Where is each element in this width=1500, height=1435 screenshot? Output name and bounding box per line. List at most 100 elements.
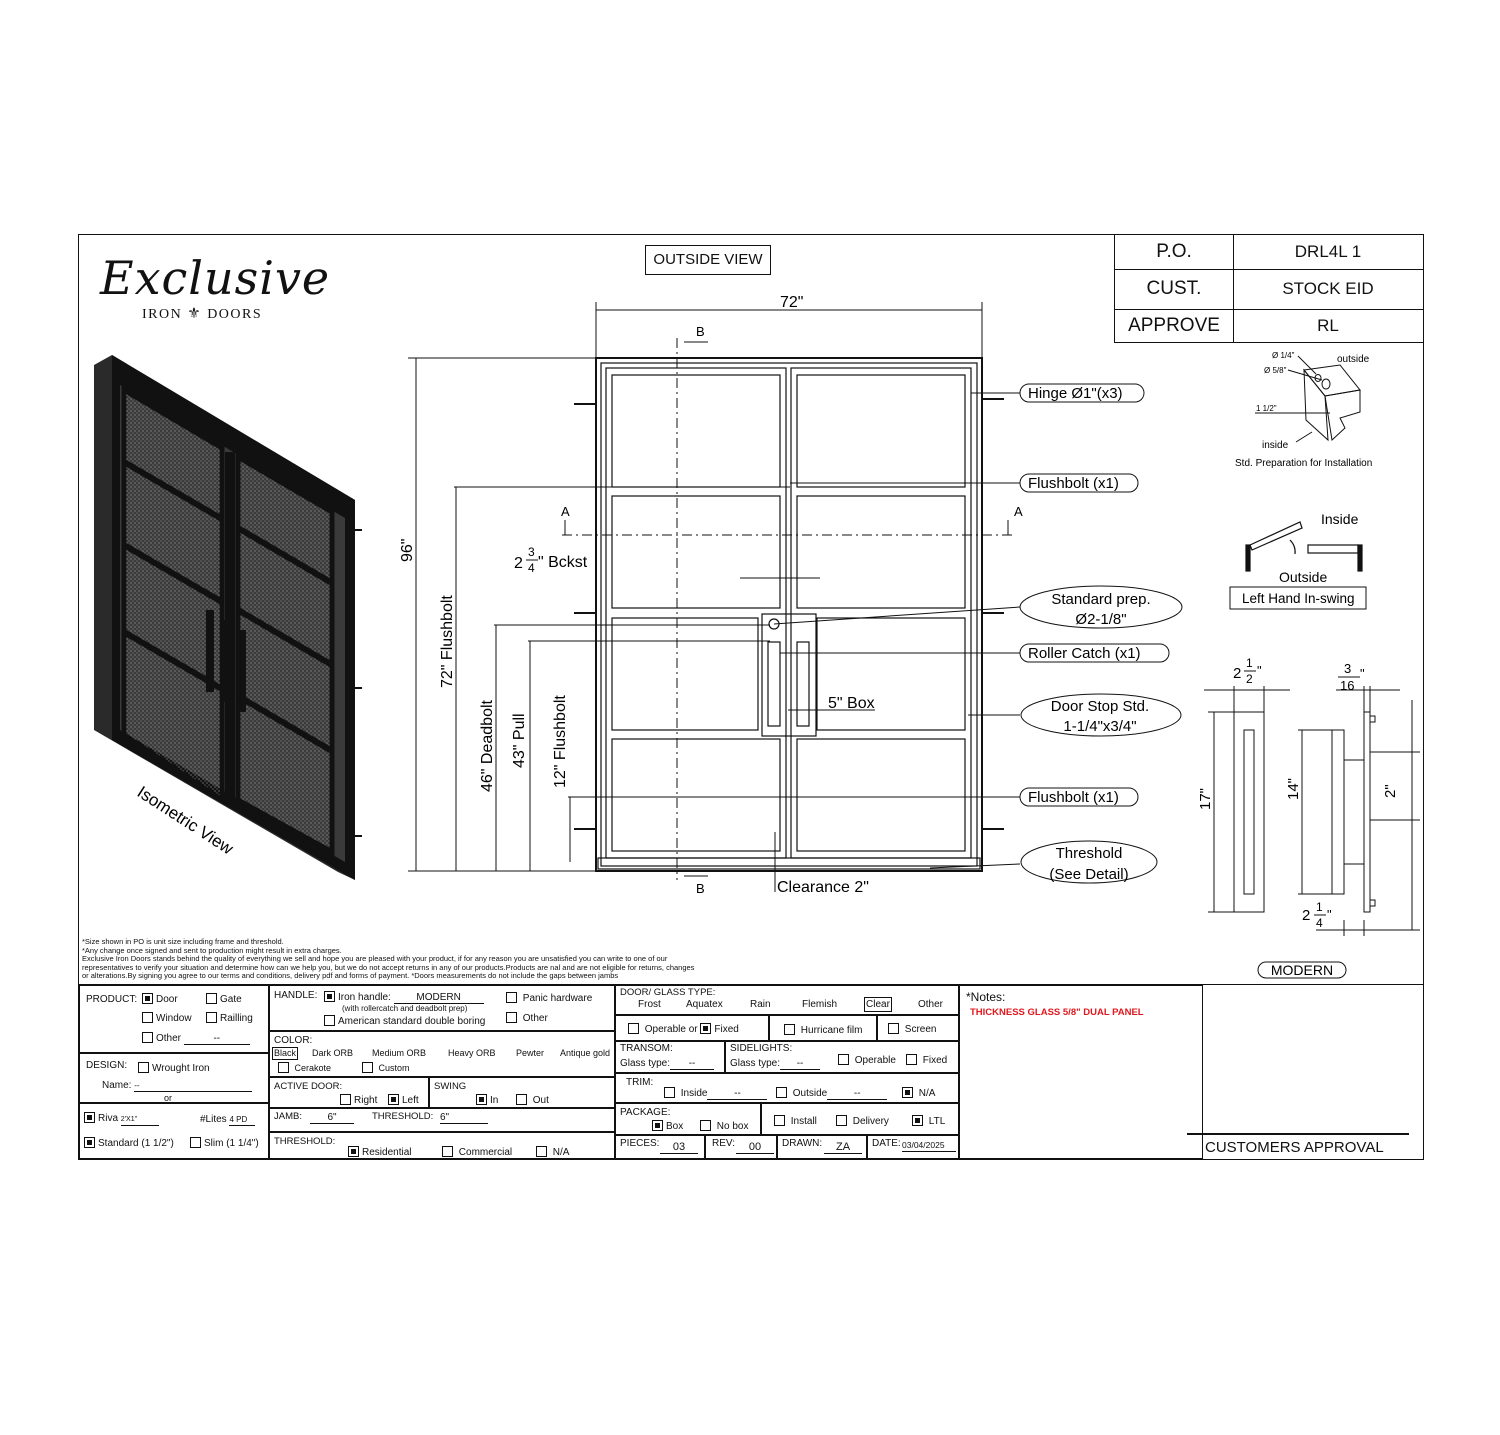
callout-flushbolt-top: Flushbolt (x1) <box>1028 475 1119 492</box>
swing-in-checkbox[interactable] <box>476 1094 487 1105</box>
door-checkbox[interactable] <box>142 993 153 1004</box>
trim-outside-value[interactable]: -- <box>827 1088 888 1100</box>
lites-value[interactable]: 4 PD <box>229 1114 256 1126</box>
swing-in-label: In <box>490 1095 499 1106</box>
gate-checkbox[interactable] <box>206 993 217 1004</box>
dim-height: 96" <box>399 539 416 562</box>
sidelights-fixed-checkbox[interactable] <box>906 1054 917 1065</box>
box-checkbox[interactable] <box>652 1120 663 1131</box>
handle-other-label: Other <box>522 1013 548 1024</box>
slim-checkbox[interactable] <box>190 1137 201 1148</box>
color-dark-orb[interactable]: Dark ORB <box>312 1048 354 1058</box>
wrought-iron-checkbox[interactable] <box>138 1062 149 1073</box>
threshold-na-checkbox[interactable] <box>536 1146 547 1157</box>
active-door-section: ACTIVE DOOR: Right Left <box>269 1077 429 1108</box>
logo-brand: Exclusive <box>100 251 331 305</box>
trim-na-checkbox[interactable] <box>902 1087 913 1098</box>
riva-checkbox[interactable] <box>84 1112 95 1123</box>
handle-value[interactable]: MODERN <box>393 992 484 1004</box>
hurricane-label: Hurricane film <box>800 1025 863 1036</box>
handle-note: (with rollercatch and deadbolt prep) <box>342 1004 468 1013</box>
handle-b-den: 4 <box>1316 916 1323 930</box>
glass-rain[interactable]: Rain <box>750 999 771 1010</box>
riva-size-value[interactable]: 2'X1" <box>120 1114 159 1126</box>
jamb-value[interactable]: 6" <box>310 1112 354 1124</box>
sidelights-glass-value[interactable]: -- <box>780 1058 821 1070</box>
iron-handle-checkbox[interactable] <box>324 991 335 1002</box>
handle-other-checkbox[interactable] <box>506 1012 517 1023</box>
railing-checkbox[interactable] <box>206 1012 217 1023</box>
front-elevation <box>562 338 1012 880</box>
callout-threshold-2: (See Detail) <box>1049 866 1128 883</box>
no-box-checkbox[interactable] <box>700 1120 711 1131</box>
screen-checkbox[interactable] <box>888 1023 899 1034</box>
operable-checkbox[interactable] <box>628 1023 639 1034</box>
name-value[interactable]: -- <box>134 1080 253 1092</box>
window-checkbox[interactable] <box>142 1012 153 1023</box>
custom-label: Custom <box>378 1063 410 1073</box>
threshold-size-value[interactable]: 6" <box>440 1112 488 1124</box>
hurricane-checkbox[interactable] <box>784 1024 795 1035</box>
gate-label: Gate <box>220 994 242 1005</box>
notes-value[interactable]: THICKNESS GLASS 5/8" DUAL PANEL <box>970 1007 1144 1018</box>
install-checkbox[interactable] <box>774 1115 785 1126</box>
cerakote-checkbox[interactable] <box>278 1062 289 1073</box>
prep-d1: Ø 1/4" <box>1272 351 1295 360</box>
active-left-checkbox[interactable] <box>388 1094 399 1105</box>
delivery-checkbox[interactable] <box>836 1115 847 1126</box>
disclaimer-line: Exclusive Iron Doors stands behind the q… <box>82 954 668 963</box>
pieces-value[interactable]: 03 <box>660 1142 698 1154</box>
transom-label: TRANSOM: <box>620 1043 673 1054</box>
name-label: Name: <box>102 1080 132 1091</box>
trim-inside-checkbox[interactable] <box>664 1087 675 1098</box>
svg-text:": " <box>1257 663 1262 678</box>
handle-h14: 14" <box>1285 778 1302 800</box>
glass-clear[interactable]: Clear <box>864 997 892 1012</box>
order-form: PRODUCT: Door Gate Window Railling Other… <box>78 984 1424 1160</box>
custom-checkbox[interactable] <box>362 1062 373 1073</box>
fixed-checkbox[interactable] <box>700 1023 712 1034</box>
ltl-checkbox[interactable] <box>912 1115 923 1126</box>
drawn-value[interactable]: ZA <box>824 1142 862 1154</box>
color-black[interactable]: Black <box>272 1047 299 1060</box>
swing-out-checkbox[interactable] <box>516 1094 527 1105</box>
date-label: DATE: <box>872 1138 901 1149</box>
color-pewter[interactable]: Pewter <box>516 1048 545 1058</box>
approval-signature-line[interactable] <box>1187 1133 1409 1135</box>
color-heavy-orb[interactable]: Heavy ORB <box>448 1048 496 1058</box>
other-product-value[interactable]: -- <box>183 1033 250 1045</box>
standard-checkbox[interactable] <box>84 1137 95 1148</box>
po-table: P.O. DRL4L 1 CUST. STOCK EID APPROVE RL <box>1114 234 1424 343</box>
handle-w-num: 1 <box>1246 656 1253 670</box>
callout-threshold-1: Threshold <box>1056 845 1123 862</box>
glass-flemish[interactable]: Flemish <box>802 999 838 1010</box>
window-label: Window <box>156 1013 192 1024</box>
sidelights-operable-checkbox[interactable] <box>838 1054 849 1065</box>
handle-t-num: 3 <box>1344 661 1351 676</box>
dim-bckst-suffix: " Bckst <box>538 554 588 571</box>
american-standard-label: American standard double boring <box>338 1016 486 1027</box>
trim-outside-checkbox[interactable] <box>776 1087 787 1098</box>
color-medium-orb[interactable]: Medium ORB <box>372 1048 427 1058</box>
jamb-section: JAMB: 6" THRESHOLD: 6" <box>269 1108 615 1132</box>
commercial-label: Commercial <box>458 1147 513 1158</box>
trim-inside-value[interactable]: -- <box>707 1088 768 1100</box>
active-right-checkbox[interactable] <box>340 1094 351 1105</box>
residential-checkbox[interactable] <box>348 1146 359 1157</box>
disclaimer-line: *Any change once signed and sent to prod… <box>82 945 342 955</box>
handle-style: MODERN <box>1271 962 1333 978</box>
delivery-section: Install Delivery LTL <box>761 1103 959 1135</box>
date-value[interactable]: 03/04/2025 <box>902 1140 956 1152</box>
color-antique-gold[interactable]: Antique gold <box>560 1048 611 1058</box>
glass-other[interactable]: Other <box>918 999 944 1010</box>
glass-frost[interactable]: Frost <box>638 999 661 1010</box>
american-standard-checkbox[interactable] <box>324 1015 335 1026</box>
section-a-right: A <box>1014 504 1023 519</box>
other-product-checkbox[interactable] <box>142 1032 153 1043</box>
commercial-checkbox[interactable] <box>442 1146 453 1157</box>
transom-glass-value[interactable]: -- <box>670 1058 715 1070</box>
trim-inside-label: Inside <box>680 1088 708 1099</box>
glass-aquatex[interactable]: Aquatex <box>686 999 723 1010</box>
rev-value[interactable]: 00 <box>736 1142 774 1154</box>
panic-hardware-checkbox[interactable] <box>506 992 517 1003</box>
